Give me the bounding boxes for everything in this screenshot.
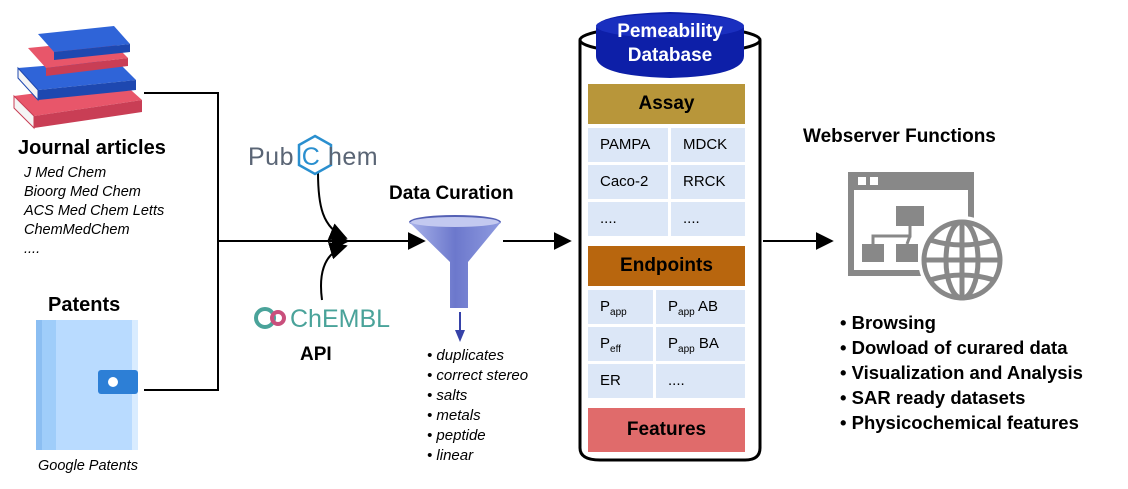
pubchem-text-mid: C — [301, 143, 321, 171]
source-connectors — [144, 92, 426, 391]
list-item: • SAR ready datasets — [840, 387, 1026, 408]
endpoint-cell: Papp — [588, 290, 653, 324]
assay-cell: PAMPA — [588, 128, 668, 162]
list-item: • duplicates — [427, 347, 504, 364]
list-item: • correct stereo — [427, 367, 529, 384]
list-item: • linear — [427, 447, 474, 464]
chembl-logo-icon — [254, 307, 286, 329]
list-item: • salts — [427, 387, 468, 404]
patents-title: Patents — [48, 294, 121, 316]
endpoint-cell: ER — [588, 364, 653, 398]
curation-title: Data Curation — [389, 183, 514, 204]
webserver-function-list: • Browsing • Dowload of curared data • V… — [840, 310, 1083, 435]
assay-cell: Caco-2 — [588, 165, 668, 199]
patents-source: Google Patents — [38, 458, 138, 474]
list-item: ACS Med Chem Letts — [24, 203, 165, 219]
list-item: ChemMedChem — [24, 222, 130, 238]
database-title: Pemeability Database — [596, 20, 744, 68]
assay-cell: .... — [671, 202, 745, 236]
webserver-globe-icon — [848, 172, 1006, 304]
assay-cell: MDCK — [671, 128, 745, 162]
list-item: • metals — [427, 407, 481, 424]
pubchem-text-left: Pub — [248, 143, 294, 171]
list-item: • Visualization and Analysis — [840, 362, 1083, 383]
list-item: J Med Chem — [24, 165, 107, 181]
features-header: Features — [588, 408, 745, 452]
list-item: • Dowload of curared data — [840, 337, 1068, 358]
endpoint-cell: Papp BA — [656, 327, 745, 361]
endpoints-header: Endpoints — [588, 246, 745, 286]
assay-header: Assay — [588, 84, 745, 124]
pubchem-hexagon-icon — [297, 134, 333, 176]
journal-list: J Med Chem Bioorg Med Chem ACS Med Chem … — [24, 164, 164, 259]
list-item: .... — [24, 241, 41, 257]
list-item: • Physicochemical features — [840, 412, 1079, 433]
books-icon — [13, 26, 142, 130]
list-item: Bioorg Med Chem — [24, 184, 141, 200]
journals-title: Journal articles — [18, 137, 166, 159]
assay-cell: .... — [588, 202, 668, 236]
api-label: API — [300, 344, 332, 365]
assay-cell: RRCK — [671, 165, 745, 199]
endpoint-cell: Papp AB — [656, 290, 745, 324]
database-title-line1: Pemeability — [617, 21, 723, 42]
endpoint-cell: .... — [656, 364, 745, 398]
webserver-title: Webserver Functions — [803, 126, 996, 147]
endpoint-cell: Peff — [588, 327, 653, 361]
funnel-icon — [409, 215, 501, 342]
list-item: • peptide — [427, 427, 486, 444]
chembl-logo-text: ChEMBL — [290, 305, 391, 333]
curation-steps: • duplicates • correct stereo • salts • … — [427, 346, 528, 466]
patent-folder-icon — [36, 320, 138, 450]
pubchem-text-right: hem — [327, 143, 379, 171]
database-title-line2: Database — [627, 45, 713, 66]
list-item: • Browsing — [840, 312, 936, 333]
